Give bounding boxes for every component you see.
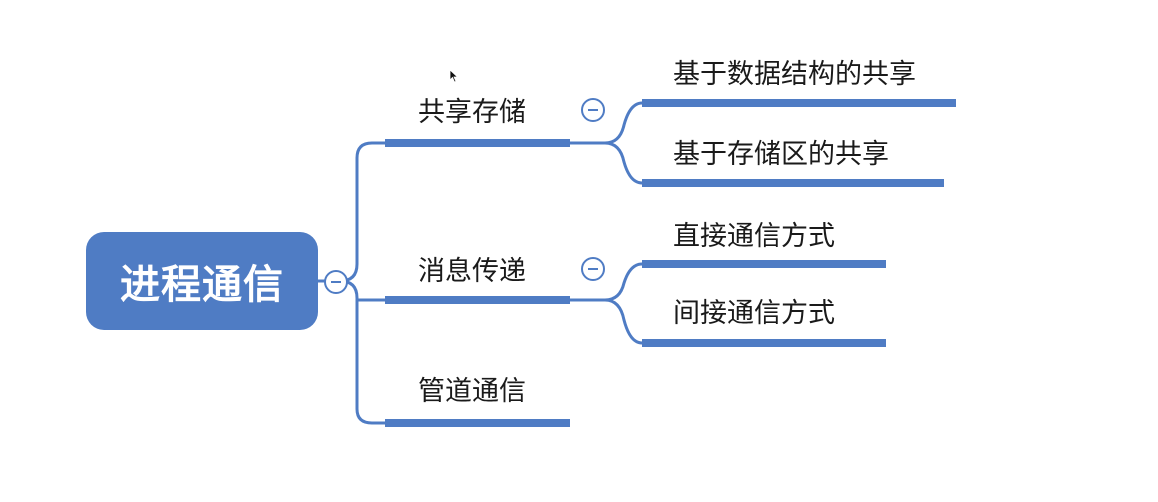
branch-underline-shared-storage bbox=[385, 139, 570, 147]
leaf-underline-indirect-communication bbox=[642, 339, 886, 347]
root-node-process-communication[interactable]: 进程通信 bbox=[86, 232, 318, 330]
root-node-label: 进程通信 bbox=[120, 262, 284, 308]
branch-label-message-passing[interactable]: 消息传递 bbox=[418, 256, 526, 287]
leaf-label-data-structure-sharing[interactable]: 基于数据结构的共享 bbox=[673, 59, 916, 90]
leaf-label-storage-area-sharing[interactable]: 基于存储区的共享 bbox=[673, 139, 889, 170]
branch-underline-pipe-communication bbox=[385, 419, 570, 427]
leaf-label-direct-communication[interactable]: 直接通信方式 bbox=[673, 221, 835, 252]
leaf-underline-direct-communication bbox=[642, 260, 886, 268]
branch-underline-message-passing bbox=[385, 296, 570, 304]
mouse-cursor-icon bbox=[449, 69, 459, 83]
leaf-label-indirect-communication[interactable]: 间接通信方式 bbox=[673, 298, 835, 329]
branch-2-connector bbox=[570, 262, 643, 345]
branch-label-pipe-communication[interactable]: 管道通信 bbox=[418, 376, 526, 407]
branch-1-connector bbox=[570, 101, 643, 185]
leaf-underline-data-structure-sharing bbox=[642, 99, 956, 107]
leaf-underline-storage-area-sharing bbox=[642, 179, 944, 187]
branch-label-shared-storage[interactable]: 共享存储 bbox=[418, 97, 526, 128]
branch-2-collapse-button[interactable] bbox=[581, 257, 605, 281]
root-collapse-button[interactable] bbox=[324, 270, 348, 294]
branch-1-collapse-button[interactable] bbox=[581, 98, 605, 122]
